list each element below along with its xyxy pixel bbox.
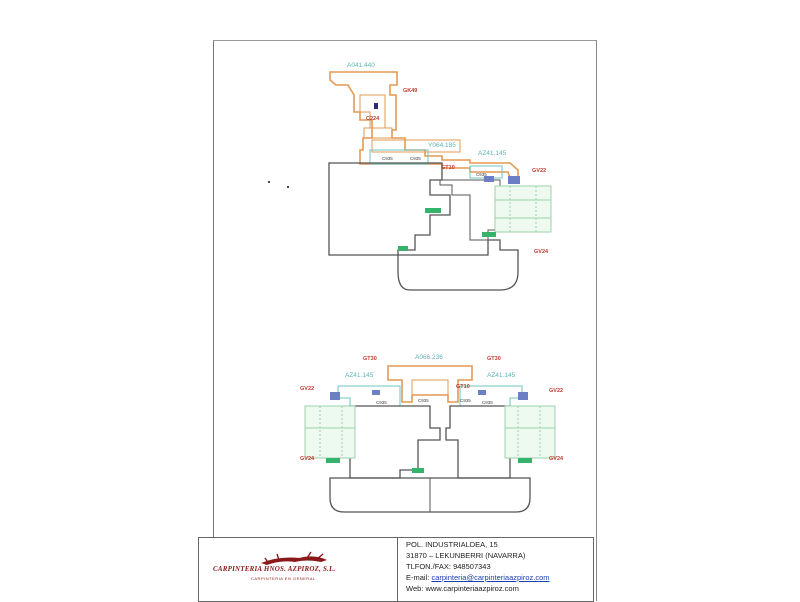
profile-label: AZ41.145 [487, 372, 516, 379]
gasket-label: GV24 [549, 456, 564, 462]
profile-label: A066.236 [415, 354, 443, 361]
phone-line: TLFON./FAX: 948507343 [406, 562, 491, 571]
gasket-label: GV24 [534, 249, 549, 255]
profile-label: AZ41.145 [345, 372, 374, 379]
scan-speck [287, 186, 289, 188]
title-block-divider [397, 538, 398, 601]
profile-label: Y064.185 [428, 142, 456, 149]
part-label: C935 [482, 400, 493, 405]
email-line: E-mail: carpinteria@carpinteriaazpiroz.c… [406, 573, 550, 582]
gasket-label: GT30 [487, 356, 501, 362]
title-block: CARPINTERIA HNOS. AZPIROZ, S.L. CARPINTE… [198, 537, 594, 602]
gasket-label: GV22 [300, 386, 315, 392]
part-label: C935 [476, 172, 487, 177]
web-address[interactable]: www.carpinteriaazpiroz.com [425, 584, 519, 593]
address-line-1: POL. INDUSTRIALDEA, 15 [406, 540, 498, 549]
logo-emblem-icon [261, 551, 327, 565]
gasket-label: GK49 [403, 88, 418, 94]
web-label: Web: [406, 584, 424, 593]
gasket-label: GT10 [441, 165, 455, 171]
scan-speck [268, 181, 270, 183]
gasket-label: GT10 [456, 384, 470, 390]
part-label: C935 [376, 400, 387, 405]
gasket-label: GV22 [532, 168, 547, 174]
top-section-drawing [328, 71, 552, 291]
company-name: CARPINTERIA HNOS. AZPIROZ, S.L. [213, 565, 336, 573]
profile-label: AZ41.145 [478, 150, 507, 157]
drawing-sheet [213, 40, 597, 601]
email-label: E-mail: [406, 573, 430, 582]
gasket-label: GT30 [363, 356, 377, 362]
address-line-2: 31870 – LEKUNBERRI (NAVARRA) [406, 551, 526, 560]
gasket-label: GV24 [300, 456, 315, 462]
gasket-label: GV22 [549, 388, 564, 394]
company-logo: CARPINTERIA HNOS. AZPIROZ, S.L. CARPINTE… [199, 538, 397, 601]
web-line: Web: www.carpinteriaazpiroz.com [406, 584, 519, 593]
profile-label: A041.440 [347, 62, 375, 69]
part-label: C935 [460, 398, 471, 403]
part-label: C935 [410, 156, 421, 161]
part-label: C935 [382, 156, 393, 161]
email-link[interactable]: carpinteria@carpinteriaazpiroz.com [431, 573, 550, 582]
gasket-label: C224 [366, 116, 380, 122]
company-tagline: CARPINTERIA EN GENERAL [251, 576, 316, 581]
part-label: C935 [418, 398, 429, 403]
bottom-section-drawing [304, 365, 556, 513]
